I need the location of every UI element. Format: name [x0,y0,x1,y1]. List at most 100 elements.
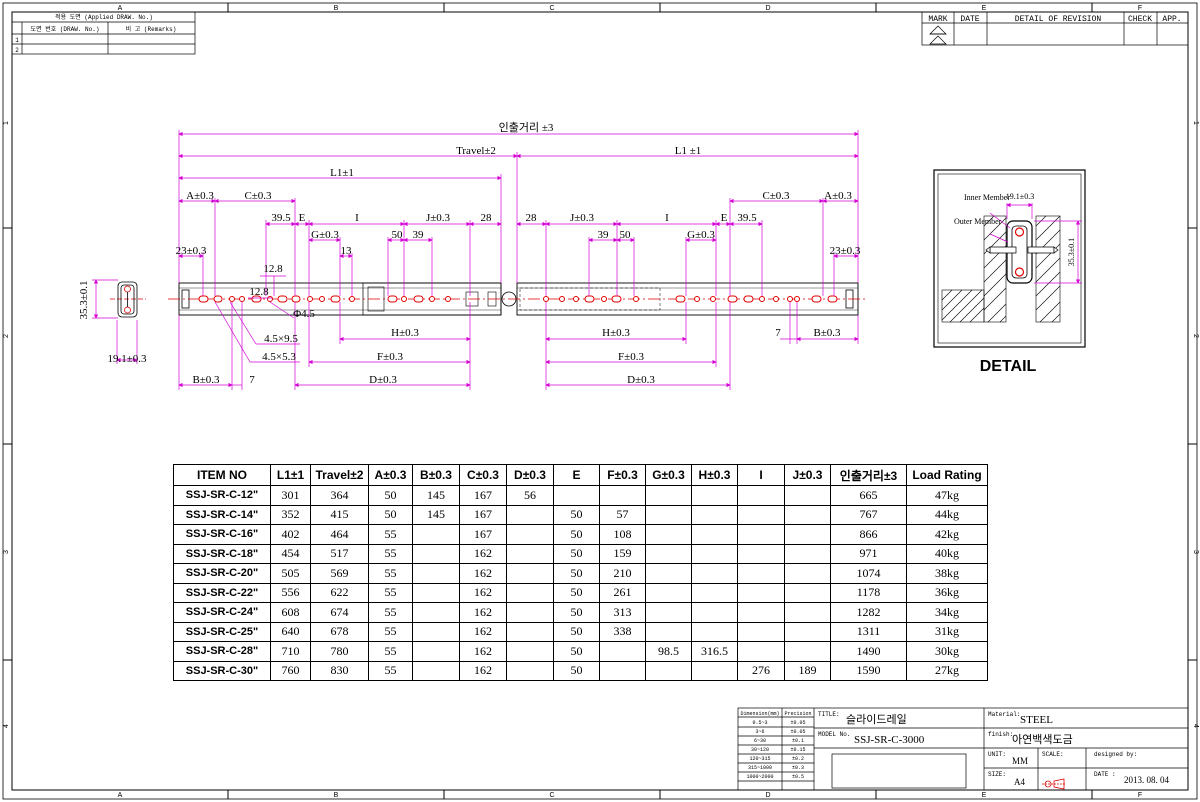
spec-cell [412,641,460,662]
spec-cell [645,504,692,525]
size-label: SIZE: [988,771,1006,778]
spec-cell [784,621,831,642]
dim-extension: 인출거리 ±3 [499,121,554,134]
size-value: A4 [1014,777,1025,787]
detail-view: Inner Member Outer Member 19.1±0.3 35.3±… [933,169,1086,375]
dim-b-left: B±0.3 [192,374,220,386]
spec-header-cell: J±0.3 [784,464,831,486]
zone-labels: A B C D E F A B C D E F 1 2 3 4 1 2 3 4 [3,5,1199,799]
spec-cell: 167 [459,504,507,525]
spec-cell: 569 [310,563,369,584]
spec-cell: 50 [553,641,600,662]
dim-28-right: 28 [526,212,538,224]
spec-cell [737,641,785,662]
spec-cell: 364 [310,485,369,506]
tol-prec-3: ±0.1 [792,738,804,744]
spec-header-cell: A±0.3 [368,464,413,486]
finish-value: 아연백색도금 [1012,733,1073,746]
spec-cell: 608 [270,602,311,623]
spec-cell [784,582,831,603]
spec-cell [412,524,460,545]
dim-7-left: 7 [249,374,255,386]
spec-cell: 678 [310,621,369,642]
revision-header-detail: DETAIL OF REVISION [1015,15,1102,24]
spec-cell [645,485,692,506]
spec-cell [599,660,646,681]
dim-l1-right: L1 ±1 [675,145,702,157]
spec-cell: 830 [310,660,369,681]
tol-range-3: 6~30 [754,738,766,744]
spec-cell: 36kg [906,582,988,603]
dim-23-right: 23±0.3 [830,245,861,257]
spec-cell [691,524,738,545]
dim-g-right: G±0.3 [687,229,715,241]
spec-header-cell: G±0.3 [645,464,692,486]
detail-height: 35.3±0.1 [1067,238,1076,266]
spec-cell: 55 [368,582,413,603]
spec-cell: 415 [310,504,369,525]
spec-cell: 56 [506,485,554,506]
spec-cell: 47kg [906,485,988,506]
detail-width: 19.1±0.3 [1006,192,1034,201]
spec-cell [784,504,831,525]
spec-cell: 57 [599,504,646,525]
revision-header-date: DATE [960,15,979,24]
zone-col-a: A [118,5,123,12]
dim-i-right: I [665,212,669,224]
spec-cell: 167 [459,485,507,506]
spec-cell: 108 [599,524,646,545]
dim-a-right: A±0.3 [824,190,852,202]
spec-cell [784,563,831,584]
spec-cell: 31kg [906,621,988,642]
dim-c-left: C±0.3 [244,190,272,202]
spec-header-cell: C±0.3 [459,464,507,486]
tol-range-1: 0.5~3 [752,720,767,726]
spec-cell: 55 [368,621,413,642]
item-no-cell: SSJ-SR-C-20" [173,563,271,584]
zone-col-d: D [765,5,770,12]
detail-outer-label: Outer Member [954,217,1002,226]
zone-col-c: C [549,5,554,12]
tol-prec-6: ±0.3 [792,765,804,771]
tol-prec-1: ±0.05 [790,720,805,726]
dim-d-left: D±0.3 [369,374,397,386]
spec-header-cell: I [737,464,785,486]
applied-drawing-table [11,11,196,55]
dim-7-right: 7 [775,327,781,339]
dim-width: 19.1±0.3 [107,353,147,365]
spec-cell [737,602,785,623]
spec-cell [737,524,785,545]
spec-cell: 50 [368,485,413,506]
spec-header-cell: B±0.3 [412,464,460,486]
dim-12-8-a: 12.8 [263,263,283,275]
spec-cell [412,582,460,603]
dim-height: 35.3±0.1 [78,280,90,319]
spec-cell [412,621,460,642]
spec-cell [691,621,738,642]
item-no-cell: SSJ-SR-C-30" [173,660,271,681]
spec-cell: 162 [459,641,507,662]
spec-cell: 98.5 [645,641,692,662]
spec-cell: 38kg [906,563,988,584]
spec-cell [691,485,738,506]
spec-cell: 261 [599,582,646,603]
dim-d-right: D±0.3 [627,374,655,386]
spec-cell [412,563,460,584]
dim-e-left: E [299,212,306,224]
spec-cell: 50 [553,582,600,603]
dim-28-left: 28 [481,212,493,224]
zone-col-d-bottom: D [765,792,770,799]
dim-39-left: 39 [413,229,425,241]
spec-cell: 1311 [830,621,907,642]
spec-cell [691,660,738,681]
dim-c-right: C±0.3 [762,190,790,202]
spec-cell: 30kg [906,641,988,662]
zone-col-f: F [1138,5,1142,12]
spec-cell [506,524,554,545]
